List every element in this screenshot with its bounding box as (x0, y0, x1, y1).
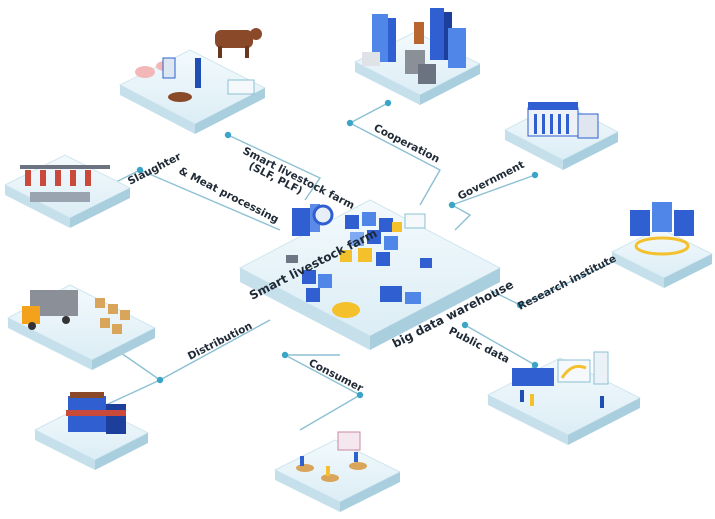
tile-smart-farm (120, 28, 265, 134)
worker-icon (195, 58, 201, 88)
label-government: Government (456, 159, 527, 203)
label-distribution: Distribution (186, 320, 254, 363)
label-research-institute: Research institute (516, 253, 618, 313)
tile-consumer (275, 432, 400, 512)
tile-cooperation (355, 8, 480, 105)
label-slaughter: Slaughter (126, 150, 184, 187)
label-cooperation: Cooperation (372, 122, 442, 166)
tile-slaughter (5, 155, 130, 228)
tile-research (612, 202, 712, 288)
tile-government (505, 102, 618, 170)
government-building-icon (528, 102, 598, 138)
label-smart-farm-line1: Smart livestock farm (241, 145, 357, 212)
store-building-icon (66, 392, 126, 434)
robot-icon (163, 58, 175, 78)
tile-public-data (488, 352, 640, 445)
label-consumer: Consumer (307, 357, 366, 395)
tile-distribution-store (35, 392, 148, 470)
tile-distribution-warehouse (8, 285, 155, 370)
hub-platform: Smart livestock farm big data warehouse (240, 200, 516, 351)
cow-icon (215, 28, 262, 58)
